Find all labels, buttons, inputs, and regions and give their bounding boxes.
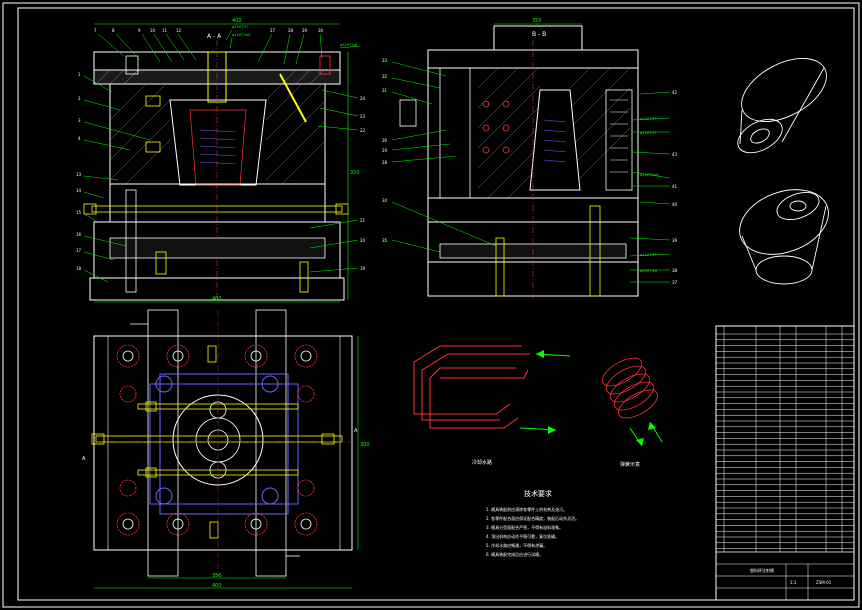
- dim-plan-inner: 350: [212, 573, 222, 579]
- svg-text:29: 29: [302, 28, 308, 33]
- svg-text:20: 20: [360, 238, 366, 243]
- tech-item-5: 5. 冷却水路应畅通，不得有渗漏。: [486, 542, 547, 548]
- svg-text:38: 38: [672, 268, 678, 273]
- svg-text:39: 39: [672, 238, 678, 243]
- tech-item-3: 3. 模具分型面配合严密，不得有溢料现象。: [486, 524, 563, 530]
- svg-text:11: 11: [162, 28, 168, 33]
- svg-text:30: 30: [382, 138, 388, 143]
- tech-item-1: 1. 模具装配前应清除各零件上的毛刺及油污。: [486, 506, 567, 512]
- svg-text:A: A: [354, 428, 358, 434]
- svg-text:22: 22: [360, 128, 366, 133]
- section-view-b-b[interactable]: 350 B - B: [382, 18, 678, 300]
- svg-text:34: 34: [382, 198, 388, 203]
- svg-text:33: 33: [382, 58, 388, 63]
- parts-list-table[interactable]: 塑料杯注射模 ZSM-01 1:1: [715, 325, 855, 601]
- svg-text:2: 2: [78, 96, 81, 101]
- svg-text:φ12H7/f7: φ12H7/f7: [640, 131, 656, 135]
- svg-text:15: 15: [76, 210, 82, 215]
- svg-text:12: 12: [176, 28, 182, 33]
- svg-text:φ12H7/f7: φ12H7/f7: [640, 253, 656, 257]
- dim-top-width: 400: [232, 18, 242, 24]
- tech-item-6: 6. 模具装配完成后应进行试模。: [486, 551, 543, 557]
- tech-item-2: 2. 各零件配合面应保证配合精度，装配后动作灵活。: [486, 515, 579, 521]
- svg-text:29: 29: [382, 148, 388, 153]
- svg-text:37: 37: [672, 280, 678, 285]
- svg-text:42: 42: [672, 90, 678, 95]
- dim-bottom-width: 400: [212, 296, 222, 302]
- svg-text:27: 27: [270, 28, 276, 33]
- svg-text:19: 19: [360, 266, 366, 271]
- section-label-a-a: A - A: [207, 33, 222, 40]
- title-drawing-no: ZSM-01: [816, 580, 832, 585]
- svg-text:7: 7: [94, 28, 97, 33]
- dim-plan-height: 300: [360, 442, 370, 448]
- cooling-sketch: 冷却水路: [413, 345, 571, 466]
- svg-text:9: 9: [138, 28, 141, 33]
- section-view-a-a[interactable]: 400 A - A: [76, 18, 366, 303]
- section-label-b-b: B - B: [532, 31, 546, 38]
- svg-text:35: 35: [382, 238, 388, 243]
- svg-text:28: 28: [288, 28, 294, 33]
- svg-text:41: 41: [672, 184, 678, 189]
- spring-sketch: 弹簧示意: [601, 357, 663, 468]
- svg-text:φ16H7/m6: φ16H7/m6: [640, 173, 658, 177]
- isometric-cup-views: [737, 58, 829, 285]
- svg-text:φ20H7/f7: φ20H7/f7: [640, 117, 656, 121]
- svg-text:14: 14: [76, 188, 82, 193]
- svg-text:8: 8: [112, 28, 115, 33]
- title-drawing-name: 塑料杯注射模: [750, 567, 774, 573]
- svg-text:4: 4: [78, 136, 81, 141]
- dim-left-height: 350: [350, 170, 360, 176]
- svg-text:13: 13: [76, 172, 82, 177]
- dim-plan-outer: 400: [212, 583, 222, 589]
- svg-text:24: 24: [360, 96, 366, 101]
- tech-title: 技术要求: [524, 489, 552, 498]
- svg-text:18: 18: [76, 266, 82, 271]
- svg-text:1: 1: [78, 72, 81, 77]
- dim-sprue-width: 350: [532, 18, 542, 24]
- drawing-border-inner: [17, 7, 855, 601]
- svg-text:32: 32: [382, 74, 388, 79]
- svg-text:30: 30: [318, 28, 324, 33]
- svg-text:φ25H7/f7: φ25H7/f7: [232, 25, 248, 29]
- svg-text:φ30H7/n6: φ30H7/n6: [340, 43, 357, 47]
- svg-text:40: 40: [672, 202, 678, 207]
- svg-text:31: 31: [382, 88, 388, 93]
- svg-text:23: 23: [360, 114, 366, 119]
- section-marker-a: A: [82, 456, 86, 462]
- tech-item-4: 4. 顶出机构应动作平稳可靠，复位准确。: [486, 533, 559, 539]
- legend-spring: 弹簧示意: [620, 461, 640, 468]
- svg-text:17: 17: [76, 248, 82, 253]
- svg-text:43: 43: [672, 152, 678, 157]
- svg-text:φ12H7/m6: φ12H7/m6: [232, 33, 250, 37]
- svg-text:21: 21: [360, 218, 366, 223]
- legend-cooling: 冷却水路: [472, 459, 492, 466]
- technical-requirements: 技术要求 1. 模具装配前应清除各零件上的毛刺及油污。 2. 各零件配合面应保证…: [486, 489, 579, 557]
- svg-text:φ20H7/k6: φ20H7/k6: [640, 269, 657, 273]
- svg-text:10: 10: [150, 28, 156, 33]
- svg-text:28: 28: [382, 160, 388, 165]
- plan-view[interactable]: 350 400 300 A A: [82, 309, 370, 589]
- svg-text:3: 3: [78, 118, 81, 123]
- svg-text:16: 16: [76, 232, 82, 237]
- title-scale: 1:1: [790, 580, 797, 585]
